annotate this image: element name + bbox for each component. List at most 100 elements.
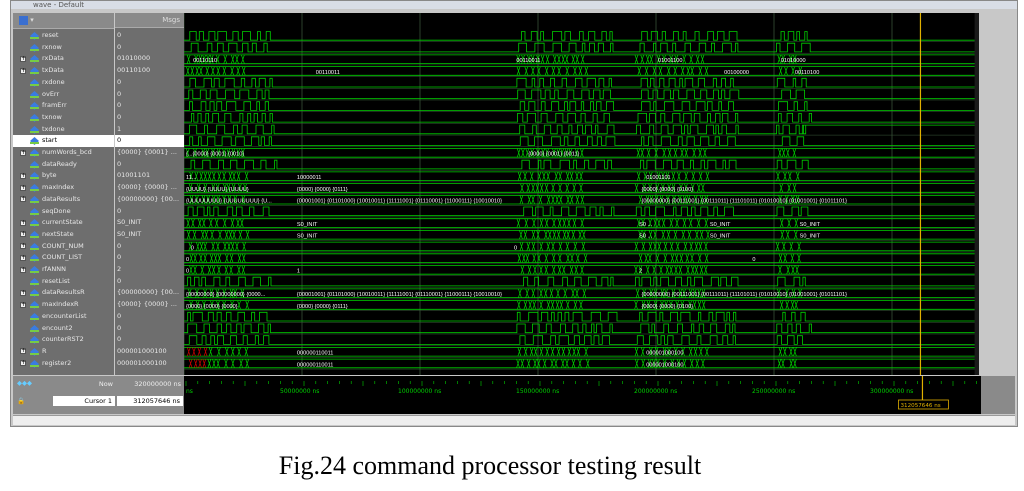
- expand-icon[interactable]: +: [20, 265, 27, 273]
- signal-row-COUNT_NUM[interactable]: +COUNT_NUM: [13, 241, 114, 253]
- bus-value-label: 01001101: [646, 175, 670, 181]
- signal-row-txnow[interactable]: txnow: [13, 112, 114, 124]
- signal-name: start: [42, 136, 58, 145]
- signal-row-start[interactable]: start: [13, 135, 114, 147]
- bit-trace: [184, 323, 979, 334]
- signal-row-framErr[interactable]: framErr: [13, 100, 114, 112]
- bus-value-label: 0: [186, 269, 189, 275]
- signal-value: 01010000: [117, 54, 151, 63]
- signal-row-byte[interactable]: +byte: [13, 170, 114, 182]
- expand-icon[interactable]: +: [20, 359, 27, 367]
- expand-icon[interactable]: +: [20, 230, 27, 238]
- bus-value-label: 00110011: [316, 70, 340, 76]
- bus-value-label: 0: [191, 245, 194, 251]
- bus-value-label: S0 ...: [639, 234, 653, 240]
- signal-row-maxIndexR[interactable]: +maxIndexR: [13, 299, 114, 311]
- signal-row-reset[interactable]: reset: [13, 30, 114, 42]
- bus-value-label: {0000} {0000} {0100}: [641, 304, 693, 310]
- signal-row-rxnow[interactable]: rxnow: [13, 42, 114, 54]
- cursor-time-box[interactable]: [898, 399, 949, 410]
- signal-row-nextState[interactable]: + nextState: [13, 229, 114, 241]
- wave-txnow: [184, 113, 979, 124]
- bus-value-label: S0_INIT: [710, 234, 731, 240]
- now-value: 320000000 ns: [134, 380, 181, 388]
- expand-icon[interactable]: +: [20, 242, 27, 250]
- signal-row-dataReady[interactable]: dataReady: [13, 159, 114, 171]
- signal-value: 0: [117, 89, 122, 98]
- bus-value-label: {UUUUUUUU} {UUUUUUUU} {U...: [186, 199, 272, 205]
- wave-rxdone: [184, 77, 979, 89]
- signal-name: ovErr: [42, 89, 60, 98]
- signal-row-rxdone[interactable]: rxdone: [13, 77, 114, 89]
- expand-icon[interactable]: +: [20, 183, 27, 191]
- signal-value: 0: [117, 311, 122, 320]
- signal-icon: [30, 32, 39, 40]
- wave-toolbar-icon[interactable]: [19, 15, 28, 25]
- expand-icon[interactable]: +: [20, 288, 27, 296]
- expand-icon[interactable]: +: [20, 54, 27, 62]
- expand-icon[interactable]: +: [20, 218, 27, 226]
- bit-trace: [184, 276, 979, 287]
- expand-icon[interactable]: +: [20, 347, 27, 355]
- signal-value: 2: [117, 265, 122, 273]
- signal-row-ovErr[interactable]: ovErr: [13, 89, 114, 101]
- signal-icon: [30, 347, 39, 356]
- signal-name: nextState: [42, 229, 74, 238]
- bus-value-label: {...{0000} {0001} {0010}: [186, 152, 244, 158]
- signal-icon: [30, 289, 39, 298]
- bit-trace: [184, 101, 979, 111]
- signal-icon: [30, 230, 39, 239]
- expand-icon[interactable]: +: [20, 195, 27, 203]
- signal-icon: [30, 125, 39, 134]
- bus-value-label: {00001001} {01101000} {10010011} {111110…: [297, 199, 502, 205]
- wave-encounterList: [184, 311, 979, 323]
- signal-row-txdone[interactable]: txdone: [13, 124, 114, 136]
- signal-row-currentState[interactable]: +currentState: [13, 217, 114, 229]
- signal-row-encount2[interactable]: encount2: [13, 323, 114, 335]
- wave-rxnow: [184, 42, 979, 54]
- signal-row-R[interactable]: +R: [13, 346, 114, 358]
- signal-row-register2[interactable]: + register2: [13, 358, 114, 370]
- signal-row-numWords_bcd[interactable]: +numWords_bcd: [13, 147, 114, 159]
- cursor-lock-icon[interactable]: 🔒: [17, 397, 26, 405]
- signal-name: rxData: [42, 54, 64, 63]
- wave-dataResults: {UUUUUUUU} {UUUUUUUU} {U... {00001001} {0…: [184, 194, 979, 206]
- expand-icon[interactable]: +: [20, 253, 27, 261]
- expand-icon[interactable]: +: [20, 171, 27, 179]
- signal-row-dataResults[interactable]: + dataResults: [13, 194, 114, 206]
- signal-name: dataResults: [42, 194, 81, 203]
- signal-row-counterRST2[interactable]: counterRST2: [13, 334, 114, 346]
- signal-icon: [30, 266, 39, 274]
- bit-trace: [184, 77, 979, 88]
- signal-icon: [30, 301, 39, 310]
- signal-value: 0: [117, 77, 122, 86]
- cursor-value[interactable]: 312057646 ns: [117, 396, 183, 406]
- signal-icon: [30, 219, 39, 228]
- signal-row-rfANNN[interactable]: +rfANNN: [13, 264, 114, 276]
- bus-value-label: {0000} {0000} {0111}: [297, 187, 348, 193]
- signal-value: 0: [117, 241, 122, 250]
- signal-row-resetList[interactable]: resetList: [13, 276, 114, 288]
- signal-row-seqDone[interactable]: seqDone: [13, 206, 114, 218]
- signal-row-rxData[interactable]: + rxData: [13, 53, 114, 65]
- cursor-name[interactable]: Cursor 1: [53, 396, 115, 406]
- signal-name: rxnow: [42, 42, 62, 51]
- signal-row-dataResultsR[interactable]: +dataResultsR: [13, 287, 114, 299]
- signal-name: register2: [42, 358, 72, 367]
- expand-icon[interactable]: +: [20, 66, 27, 74]
- signal-row-txData[interactable]: +txData: [13, 65, 114, 77]
- signal-row-maxIndex[interactable]: +maxIndex: [13, 182, 114, 194]
- signal-row-encounterList[interactable]: encounterList: [13, 311, 114, 323]
- bit-trace: [184, 136, 979, 146]
- expand-icon[interactable]: +: [20, 148, 27, 156]
- now-icon: ◆◆◆: [17, 379, 32, 387]
- expand-icon[interactable]: +: [20, 300, 27, 308]
- signal-row-COUNT_LIST[interactable]: +COUNT_LIST: [13, 252, 114, 264]
- horizontal-scrollbar[interactable]: [13, 415, 1015, 425]
